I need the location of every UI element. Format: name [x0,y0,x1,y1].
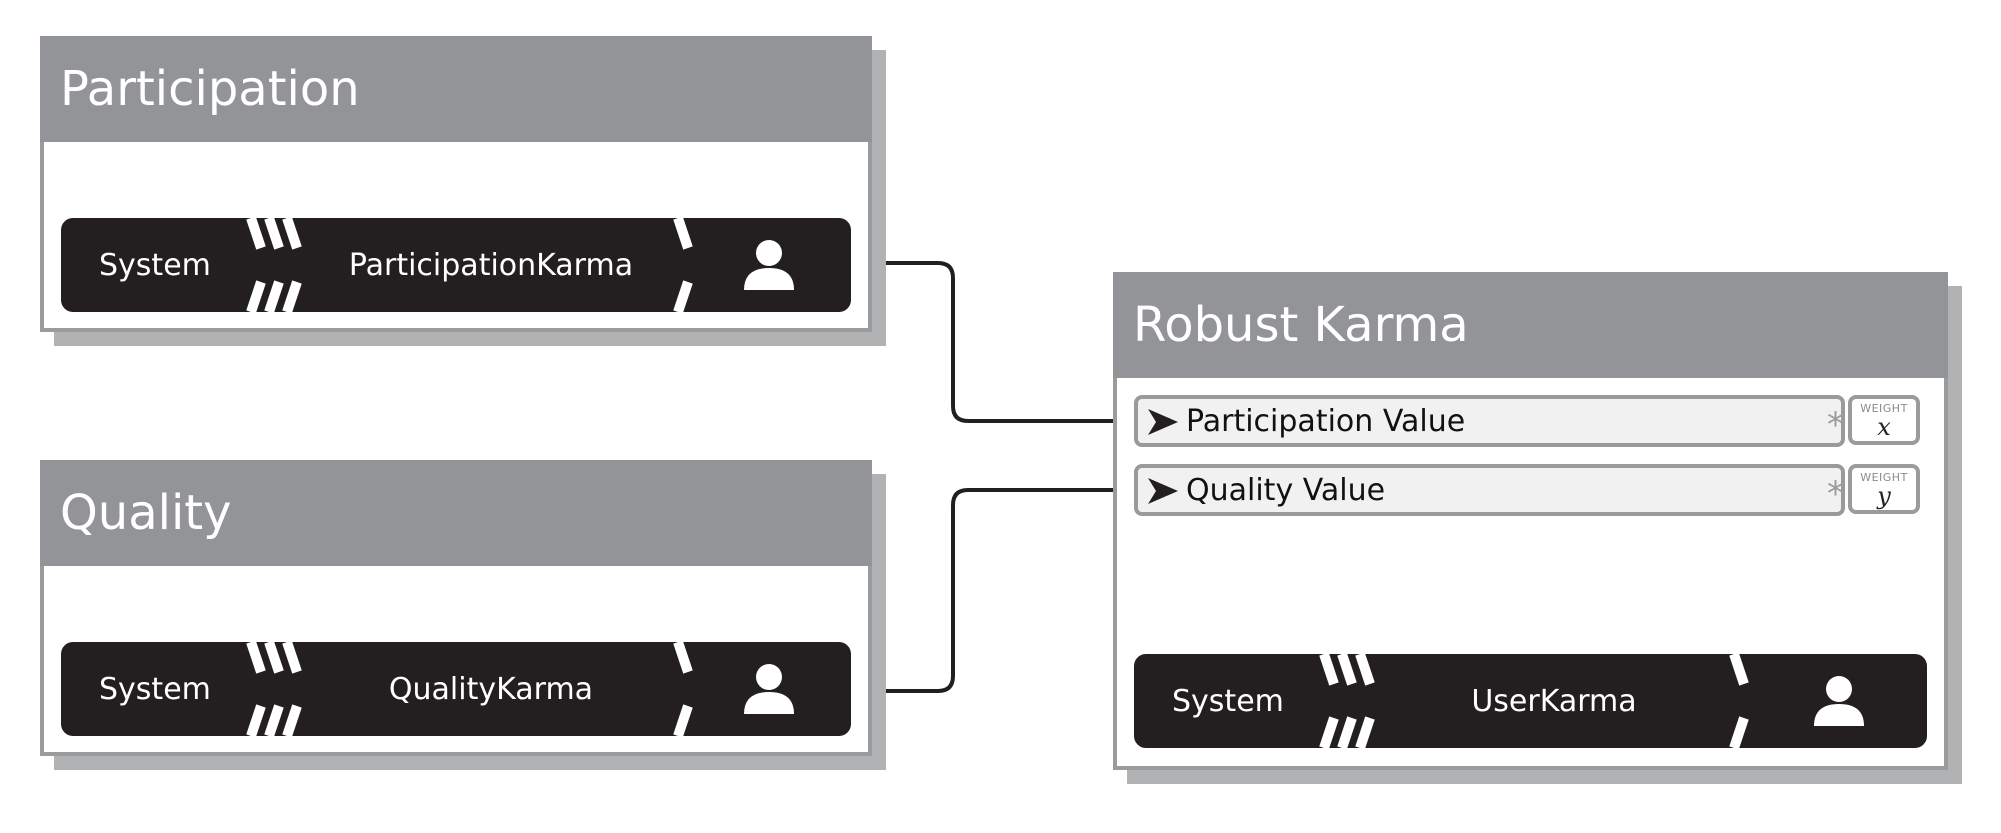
person-icon [744,664,794,714]
card-title: Quality [40,460,872,566]
weight-box[interactable]: WEIGHT x [1848,395,1920,445]
source-label: System [99,247,211,283]
participation-card: Participation System ParticipationKarma [40,36,886,346]
input-quality-value[interactable]: Quality Value [1134,464,1845,516]
weight-label: WEIGHT [1860,402,1908,415]
source-label: System [99,671,211,707]
input-label: Quality Value [1186,472,1386,508]
strip-separators [246,642,693,736]
strip-separators [246,218,693,312]
source-label: System [1172,683,1284,719]
input-arrow-icon [1148,478,1178,504]
card-title: Robust Karma [1113,272,1948,378]
weight-variable: x [1877,413,1891,441]
karma-strip[interactable]: System QualityKarma [61,642,851,736]
input-arrow-icon [1148,409,1178,435]
connector-quality [848,488,1138,693]
input-label: Participation Value [1186,403,1466,439]
weight-variable: y [1877,482,1891,510]
karma-label: UserKarma [1471,683,1637,719]
weight-label: WEIGHT [1860,471,1908,484]
multiply-operator: * [1827,474,1844,514]
input-participation-value[interactable]: Participation Value [1134,395,1845,447]
connector-participation [848,261,1138,423]
karma-strip[interactable]: System UserKarma [1134,654,1927,748]
person-icon [1814,676,1864,726]
strip-separators [1319,654,1749,748]
card-title: Participation [40,36,872,142]
karma-strip[interactable]: System ParticipationKarma [61,218,851,312]
robust-karma-card: Robust Karma Participation Value * WEIGH… [1113,272,1962,784]
multiply-operator: * [1827,405,1844,445]
person-icon [744,240,794,290]
weight-box[interactable]: WEIGHT y [1848,464,1920,514]
karma-label: QualityKarma [388,671,594,707]
karma-label: ParticipationKarma [348,247,634,283]
quality-card: Quality System QualityKarma [40,460,886,770]
